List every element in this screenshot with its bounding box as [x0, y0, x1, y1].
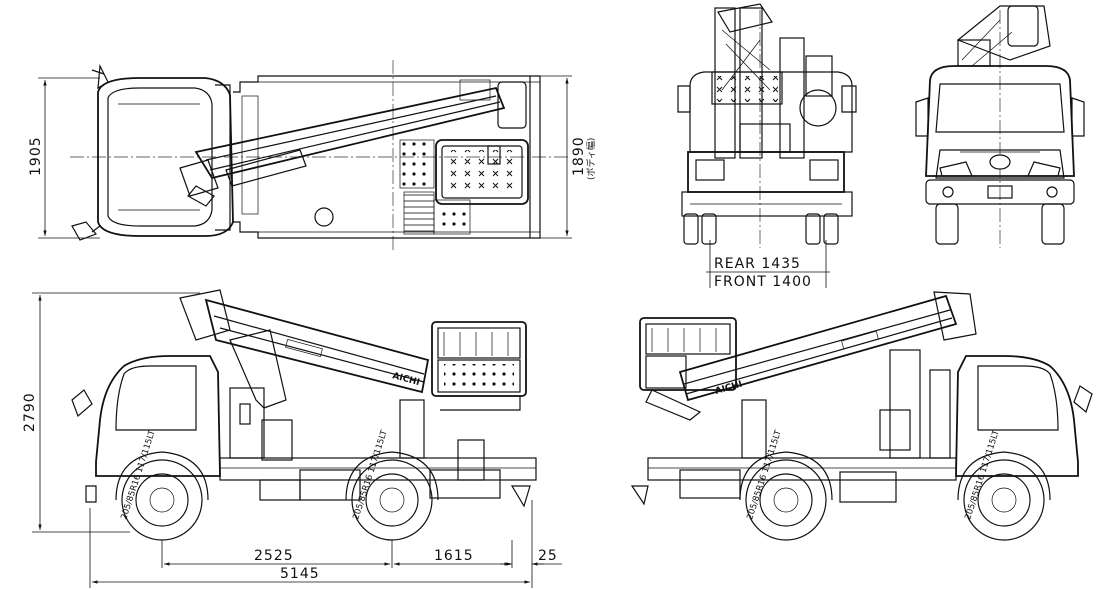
- dim-rear-overhang: 1615: [434, 548, 474, 564]
- front-view: [915, 5, 1085, 248]
- right-side-view: AICHI 205/85R16 117/115LT 205/85R16 117/…: [630, 291, 1093, 541]
- left-side-view: AICHI 205/85R16 117/115LT 205/85R16 117/…: [22, 289, 562, 588]
- dim-rear-extension: 25: [538, 548, 558, 564]
- dim-rear-track: REAR 1435: [714, 256, 801, 272]
- boom-logo-right: AICHI: [714, 380, 743, 397]
- dim-top-view-width: 1905: [28, 136, 44, 176]
- dim-front-track: FRONT 1400: [714, 274, 812, 290]
- dim-overall-length: 5145: [280, 566, 320, 582]
- dim-wheelbase: 2525: [254, 548, 294, 564]
- top-view: 1905 1890 (ボディ幅): [28, 60, 597, 250]
- dim-body-width: 1890: [571, 136, 587, 176]
- dim-height: 2790: [22, 392, 38, 432]
- rear-view: REAR 1435 FRONT 1400: [677, 3, 857, 290]
- dim-body-width-note: (ボディ幅): [585, 138, 597, 180]
